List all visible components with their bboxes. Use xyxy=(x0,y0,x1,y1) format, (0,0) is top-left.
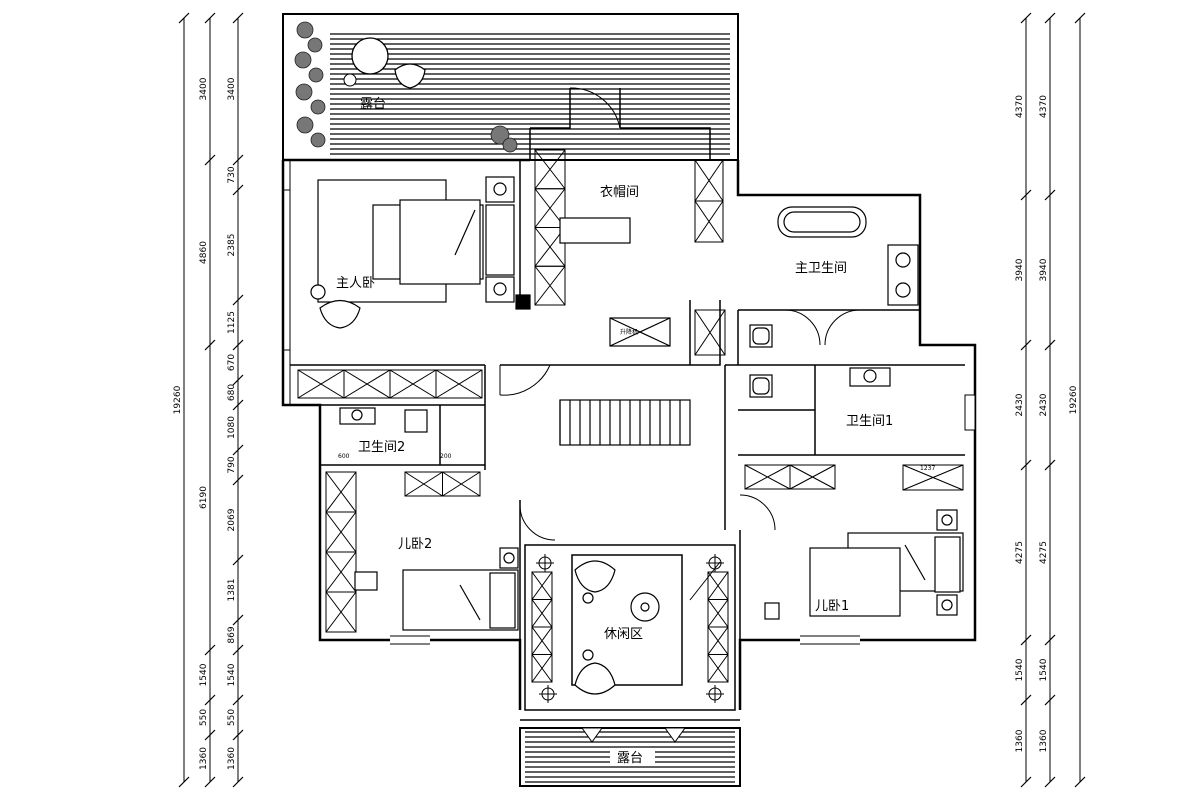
dim-tag-c: 1237 xyxy=(920,465,935,472)
sink-icon xyxy=(351,409,363,421)
interior-walls xyxy=(290,88,965,711)
dim-left-inner-label: 2069 xyxy=(227,508,237,531)
terrace-top-label: 露台 xyxy=(360,97,386,112)
room-labels: 衣帽间 主人卧 主卫生间 卫生间1 卫生间2 儿卧2 儿卧1 休闲区 升降机 6… xyxy=(336,184,935,642)
dim-left-inner-label: 680 xyxy=(227,384,237,401)
wardrobes xyxy=(297,149,964,683)
dim-left-inner-label: 790 xyxy=(227,456,237,473)
doors xyxy=(499,87,861,601)
lamp-symbols xyxy=(536,554,724,703)
kids-bedroom-2-label: 儿卧2 xyxy=(398,537,432,552)
dim-right-outer-label: 4275 xyxy=(1039,541,1049,564)
lounge-chair-icon xyxy=(574,662,616,695)
dim-left-inner-label: 1540 xyxy=(227,663,237,686)
dim-right-inner-label: 1360 xyxy=(1015,729,1025,752)
dim-left-inner-label: 730 xyxy=(227,166,237,183)
leisure-area-label: 休闲区 xyxy=(604,627,643,642)
chair-icon xyxy=(343,73,357,87)
terrace-bottom-label: 露台 xyxy=(617,751,643,766)
windows xyxy=(283,189,976,645)
closet-label: 衣帽间 xyxy=(600,184,639,200)
dim-left-inner-label: 550 xyxy=(227,709,237,726)
staircase-icon xyxy=(559,399,691,446)
lounge-chair-icon xyxy=(574,560,616,593)
dim-left-inner-label: 1125 xyxy=(227,311,237,334)
dim-tag-b: 200 xyxy=(440,453,452,460)
shaft-label: 升降机 xyxy=(620,328,638,336)
dim-tag-a: 600 xyxy=(338,453,350,460)
dim-left-outer-label: 3400 xyxy=(199,77,209,100)
dim-left-inner-label: 1381 xyxy=(227,579,237,602)
master-bedroom-label: 主人卧 xyxy=(336,276,375,291)
lounge-chair-icon xyxy=(394,63,426,89)
furniture xyxy=(310,176,964,695)
plant-cluster-icon xyxy=(294,21,518,153)
dim-right-inner-label: 3940 xyxy=(1015,258,1025,281)
sink-icon xyxy=(895,252,911,268)
dimension-labels: 3400 730 2385 1125 670 680 1080 790 2069 1381 869 1… xyxy=(173,77,1079,770)
dimension-lines-left xyxy=(178,12,1086,788)
dim-left-total-label: 19260 xyxy=(173,385,183,414)
dim-right-inner-label: 1540 xyxy=(1015,658,1025,681)
terrace-top-deck: 露台 xyxy=(282,13,739,161)
dim-right-outer-label: 1540 xyxy=(1039,658,1049,681)
dim-left-inner-label: 869 xyxy=(227,626,237,643)
dim-left-outer-label: 550 xyxy=(199,709,209,726)
terrace-bottom-deck: 露台 xyxy=(519,719,741,787)
dim-right-total-label: 19260 xyxy=(1069,385,1079,414)
nightstand-icon xyxy=(485,276,515,303)
sink-icon xyxy=(895,282,911,298)
dim-left-inner-label: 1360 xyxy=(227,747,237,770)
kids-bedroom-1-label: 儿卧1 xyxy=(815,599,849,614)
dim-right-inner-label: 2430 xyxy=(1015,393,1025,416)
dim-left-outer-label: 6190 xyxy=(199,486,209,509)
dim-left-outer-label: 1540 xyxy=(199,663,209,686)
toilet-icon xyxy=(404,409,428,433)
dim-left-outer-label: 1360 xyxy=(199,747,209,770)
dim-left-inner-label: 670 xyxy=(227,354,237,371)
dim-left-inner-label: 2385 xyxy=(227,234,237,257)
dim-right-outer-label: 4370 xyxy=(1039,95,1049,118)
bathroom-1-label: 卫生间1 xyxy=(846,414,893,429)
dim-left-inner-label: 1080 xyxy=(227,416,237,439)
armchair-icon xyxy=(319,299,361,329)
master-bathroom-label: 主卫生间 xyxy=(795,261,847,276)
dim-left-inner-label: 3400 xyxy=(227,77,237,100)
dim-right-outer-label: 1360 xyxy=(1039,729,1049,752)
dim-right-inner-label: 4370 xyxy=(1015,95,1025,118)
dim-left-outer-label: 4860 xyxy=(199,241,209,264)
dimension-lines-right xyxy=(1025,18,1081,782)
round-table-icon xyxy=(351,37,389,75)
dim-right-inner-label: 4275 xyxy=(1015,541,1025,564)
dim-right-outer-label: 3940 xyxy=(1039,258,1049,281)
dim-right-outer-label: 2430 xyxy=(1039,393,1049,416)
bathroom-2-label: 卫生间2 xyxy=(358,440,405,455)
sink-icon xyxy=(863,369,877,383)
